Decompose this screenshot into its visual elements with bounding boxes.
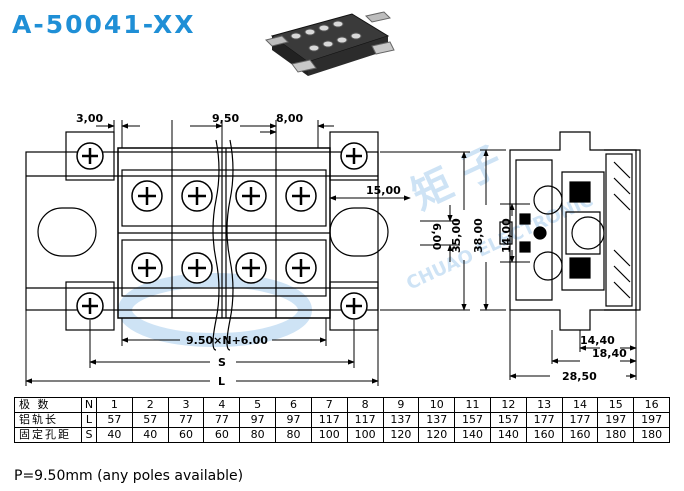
row-label: 极 数 (14, 397, 82, 413)
table-cell: 120 (418, 427, 456, 443)
table-cell: 80 (239, 427, 277, 443)
table-cell: 180 (597, 427, 635, 443)
table-cell: 1 (96, 397, 133, 413)
table-cell: 140 (489, 427, 527, 443)
table-cell: 77 (203, 412, 241, 428)
row-label: 铝轨长 (14, 412, 82, 428)
table-cell: 160 (525, 427, 563, 443)
table-cell: 8 (346, 397, 384, 413)
table-cell: 15 (597, 397, 635, 413)
dim-38-00: 38,00 (472, 218, 485, 253)
table-cell: 100 (310, 427, 348, 443)
table-cell: 57 (131, 412, 169, 428)
dim-8-00: 8,00 (276, 112, 303, 125)
table-cell: 197 (633, 412, 670, 428)
product-photo (265, 11, 395, 76)
dim-3-00: 3,00 (76, 112, 103, 125)
table-cell: 9 (382, 397, 420, 413)
table-cell: 160 (561, 427, 599, 443)
table-cell: 157 (454, 412, 491, 428)
table-cell: 140 (454, 427, 491, 443)
table-cell: 117 (310, 412, 348, 428)
table-cell: 120 (382, 427, 420, 443)
table-cell: 5 (239, 397, 277, 413)
side-view-dimensions (480, 149, 637, 380)
dim-pitch-formula: 9.50×N+6.00 (186, 334, 268, 347)
table-cell: 3 (167, 397, 205, 413)
table-cell: 6 (275, 397, 312, 413)
table-cell: 117 (346, 412, 384, 428)
dim-18-40: 18,40 (592, 347, 627, 360)
front-view-dimensions (25, 120, 470, 386)
table-cell: 97 (275, 412, 312, 428)
dim-28-50: 28,50 (562, 370, 597, 383)
table-cell: 12 (489, 397, 527, 413)
table-cell: 16 (633, 397, 670, 413)
dim-9-50: 9,50 (212, 112, 239, 125)
table-cell: 60 (167, 427, 205, 443)
row-label: 固定孔距 (14, 427, 82, 443)
table-cell: 7 (310, 397, 348, 413)
terminal-screws (131, 180, 317, 284)
dim-15-00: 15,00 (366, 184, 401, 197)
front-view (25, 131, 389, 351)
table-cell: 137 (418, 412, 456, 428)
table-cell: 11 (454, 397, 491, 413)
pitch-note: P=9.50mm (any poles available) (14, 468, 244, 484)
table-cell: 60 (203, 427, 241, 443)
row-symbol: L (81, 412, 97, 428)
table-cell: 40 (131, 427, 169, 443)
table-cell: 2 (131, 397, 169, 413)
dim-L: L (218, 375, 225, 388)
table-cell: 10 (418, 397, 456, 413)
table-cell: 177 (525, 412, 563, 428)
table-cell: 180 (633, 427, 670, 443)
table-cell: 14 (561, 397, 599, 413)
dim-S: S (218, 356, 226, 369)
row-symbol: N (81, 397, 97, 413)
table-cell: 77 (167, 412, 205, 428)
table-cell: 80 (275, 427, 312, 443)
row-symbol: S (81, 427, 97, 443)
dim-35-00: 35,00 (450, 218, 463, 253)
table-cell: 177 (561, 412, 599, 428)
table-cell: 4 (203, 397, 241, 413)
dim-6-00: 6,00 (430, 223, 443, 250)
table-cell: 57 (96, 412, 133, 428)
table-cell: 137 (382, 412, 420, 428)
table-cell: 157 (489, 412, 527, 428)
table-cell: 197 (597, 412, 635, 428)
part-number-title: A-50041-XX (12, 10, 196, 39)
dim-14-40: 14,40 (580, 334, 615, 347)
dim-14-00: 14,00 (500, 218, 513, 253)
table-cell: 40 (96, 427, 133, 443)
side-view (499, 131, 641, 331)
table-cell: 13 (525, 397, 563, 413)
table-cell: 100 (346, 427, 384, 443)
technical-drawing: 矩 子 CHUAO ELECTRONIC (25, 112, 641, 388)
table-cell: 97 (239, 412, 277, 428)
